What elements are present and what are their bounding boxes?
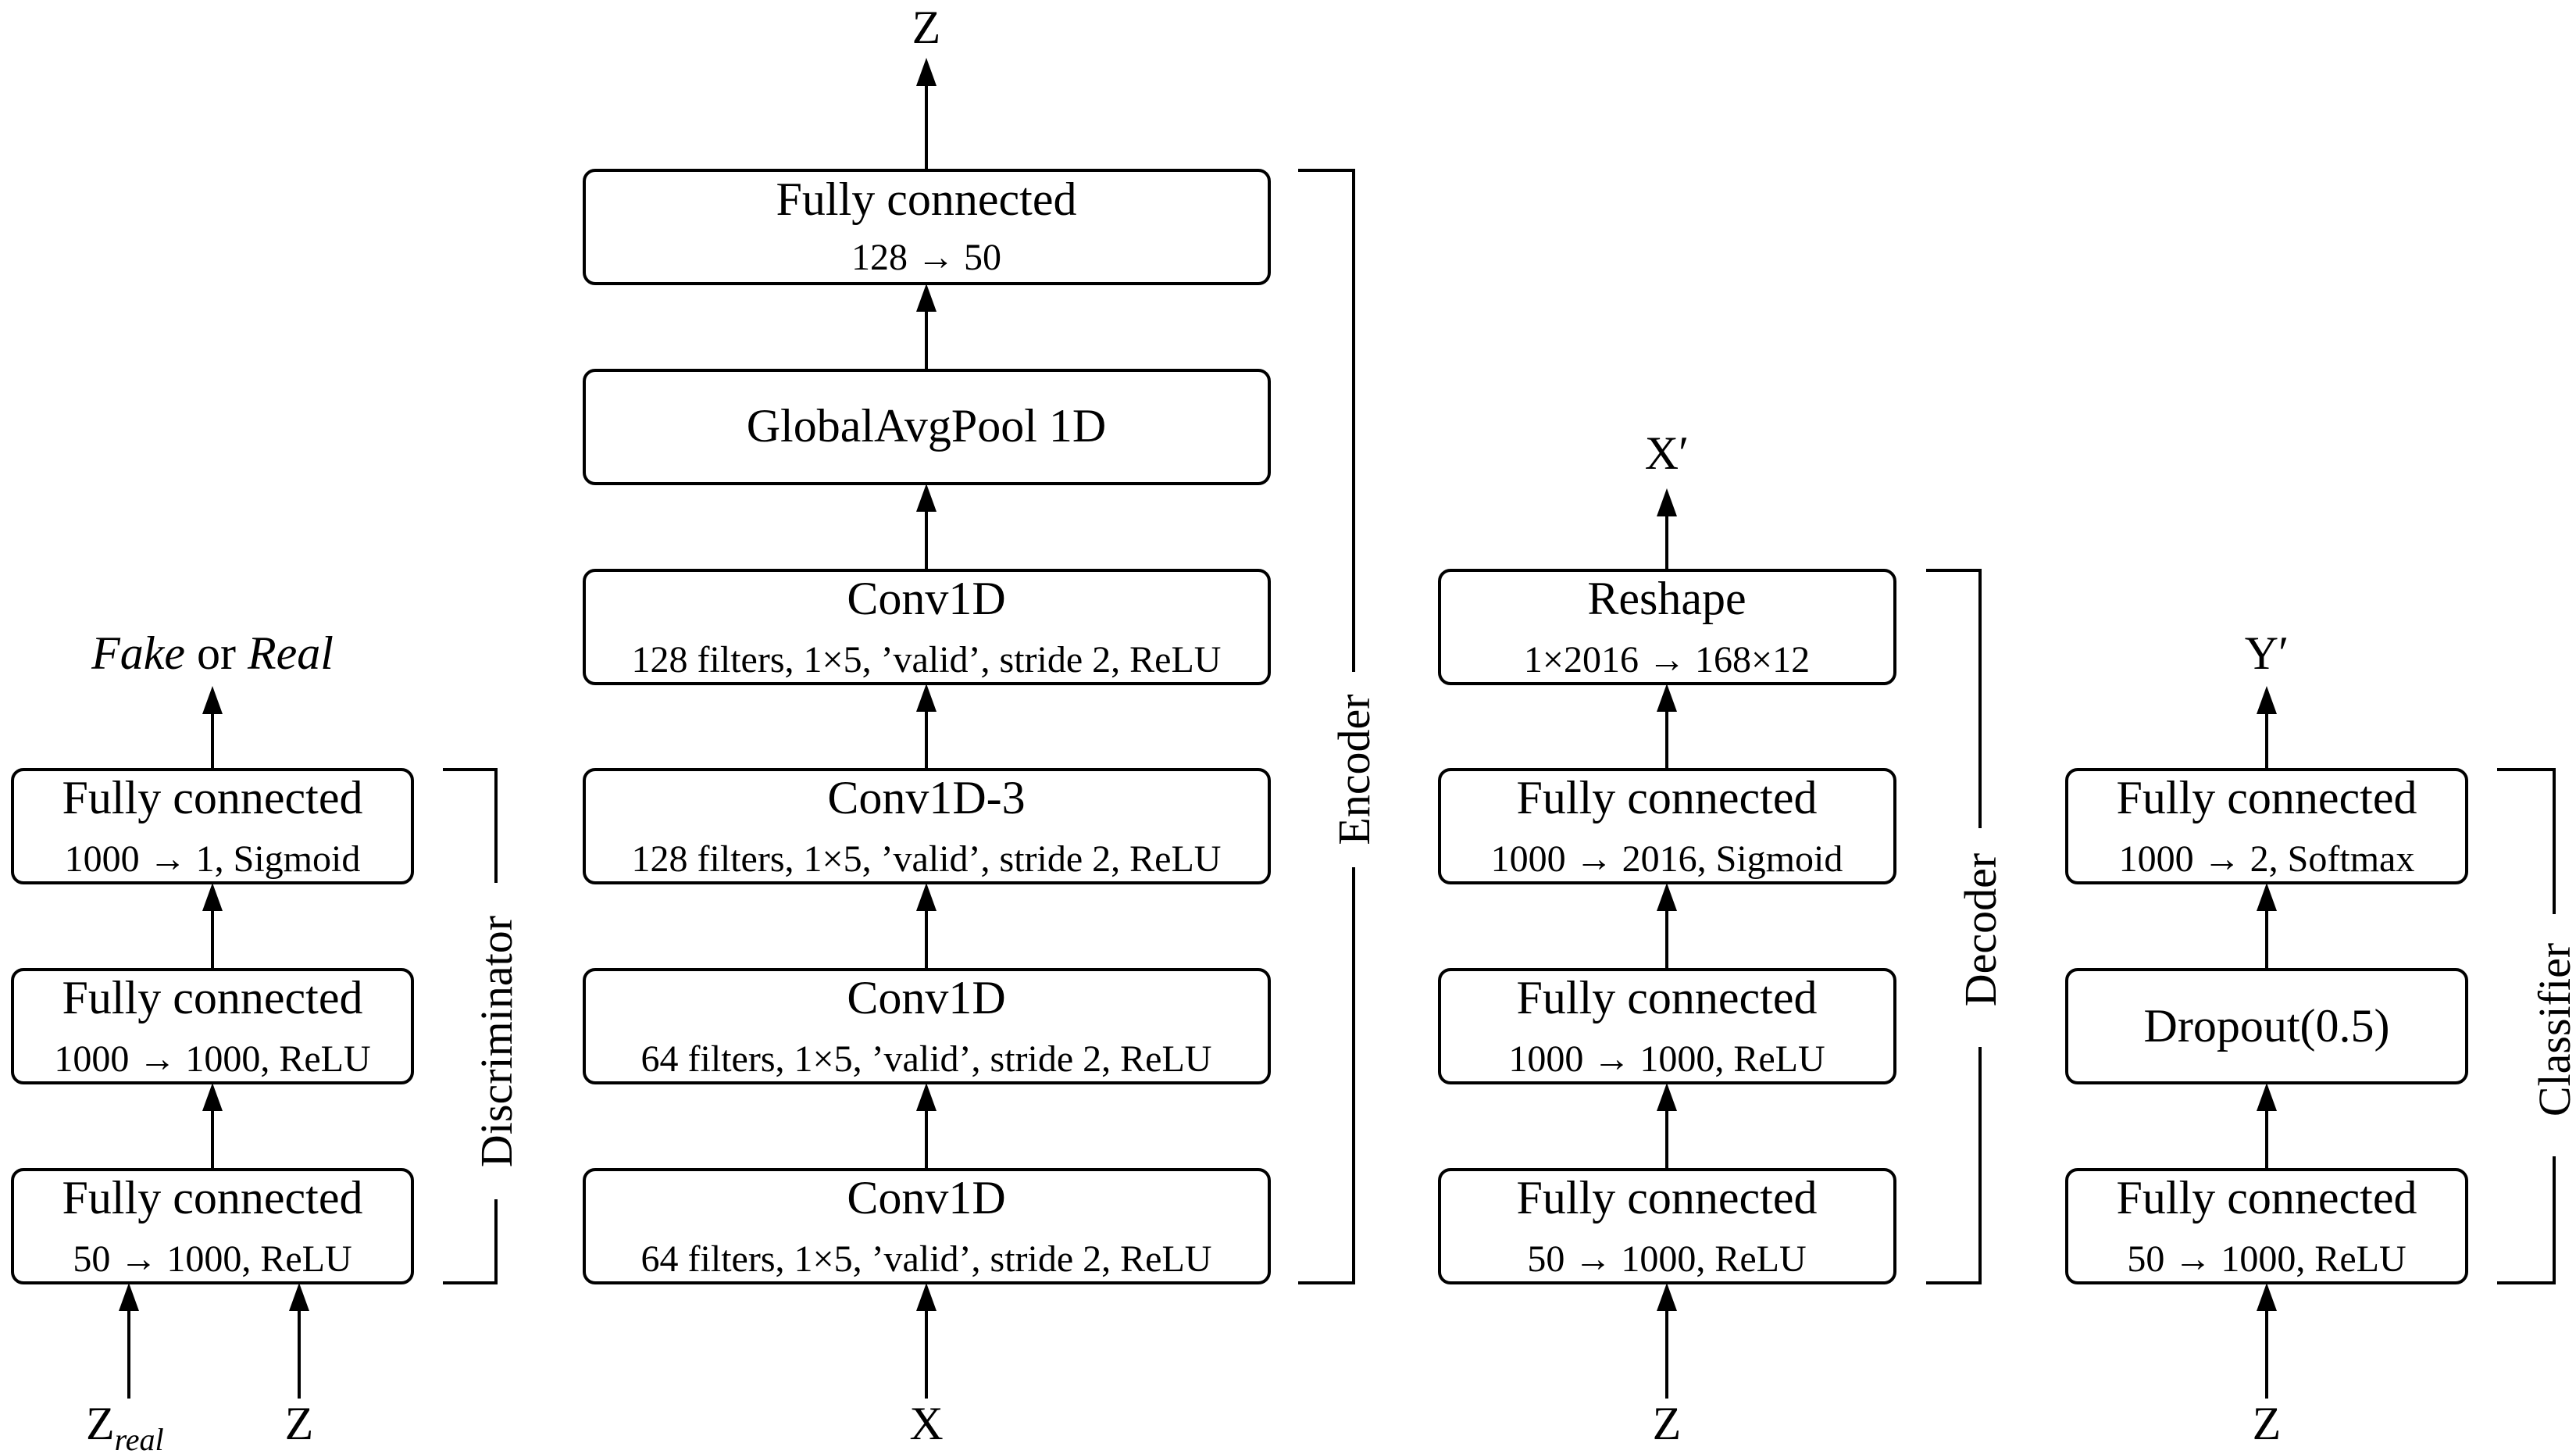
encoder-layer-2-detail: 64 filters, 1×5, ’valid’, stride 2, ReLU — [641, 1038, 1212, 1080]
discriminator-input-zreal: Zreal — [86, 1398, 164, 1454]
discriminator-arrows — [119, 686, 309, 1399]
discriminator-layer-1: Fully connected 50 → 1000, ReLU — [11, 1168, 414, 1284]
encoder-arrows — [916, 58, 937, 1399]
encoder-output-z: Z — [912, 2, 941, 53]
decoder-layer-2-detail: 1000 → 1000, ReLU — [1508, 1038, 1825, 1080]
discriminator-layer-3-detail: 1000 → 1, Sigmoid — [65, 838, 361, 880]
classifier-output-y-prime: Y′ — [2245, 627, 2289, 679]
encoder-column: Conv1D 64 filters, 1×5, ’valid’, stride … — [583, 2, 1379, 1449]
encoder-input-x: X — [909, 1398, 943, 1449]
decoder-label: Decoder — [1955, 853, 2006, 1006]
encoder-layer-1-detail: 64 filters, 1×5, ’valid’, stride 2, ReLU — [641, 1238, 1212, 1280]
encoder-layer-4-detail: 128 filters, 1×5, ’valid’, stride 2, ReL… — [632, 639, 1222, 681]
classifier-layer-3: Fully connected 1000 → 2, Softmax — [2065, 768, 2468, 884]
encoder-layer-2: Conv1D 64 filters, 1×5, ’valid’, stride … — [583, 968, 1271, 1084]
encoder-layer-5: GlobalAvgPool 1D — [583, 369, 1271, 485]
encoder-layer-6-detail: 128 → 50 — [851, 237, 1001, 278]
classifier-column: Fully connected 50 → 1000, ReLU Dropout(… — [2065, 627, 2576, 1449]
discriminator-input-z: Z — [285, 1398, 314, 1449]
discriminator-column: Fully connected 50 → 1000, ReLU Fully co… — [11, 627, 522, 1454]
encoder-layer-2-title: Conv1D — [847, 972, 1005, 1024]
encoder-layer-1: Conv1D 64 filters, 1×5, ’valid’, stride … — [583, 1168, 1271, 1284]
decoder-output-x-prime: X′ — [1645, 427, 1689, 479]
classifier-layer-3-detail: 1000 → 2, Softmax — [2119, 838, 2415, 880]
decoder-bracket — [1926, 569, 1982, 1284]
discriminator-layer-2-detail: 1000 → 1000, ReLU — [54, 1038, 370, 1080]
encoder-layer-6: Fully connected 128 → 50 — [583, 169, 1271, 285]
decoder-layer-4-detail: 1×2016 → 168×12 — [1524, 639, 1810, 681]
encoder-layer-3-title: Conv1D-3 — [827, 772, 1025, 823]
classifier-layer-2-title: Dropout(0.5) — [2144, 1000, 2390, 1052]
encoder-layer-6-title: Fully connected — [776, 173, 1077, 225]
discriminator-output: Fake or Real — [91, 627, 334, 679]
discriminator-layer-1-title: Fully connected — [62, 1172, 363, 1224]
discriminator-layer-1-detail: 50 → 1000, ReLU — [73, 1238, 351, 1280]
discriminator-layer-3: Fully connected 1000 → 1, Sigmoid — [11, 768, 414, 884]
encoder-layer-4-title: Conv1D — [847, 573, 1005, 624]
classifier-input-z: Z — [2253, 1398, 2282, 1449]
classifier-layer-1-title: Fully connected — [2117, 1172, 2417, 1224]
classifier-layer-1: Fully connected 50 → 1000, ReLU — [2065, 1168, 2468, 1284]
discriminator-layer-3-title: Fully connected — [62, 772, 363, 823]
decoder-layer-3-detail: 1000 → 2016, Sigmoid — [1491, 838, 1843, 880]
classifier-arrows — [2257, 686, 2277, 1399]
discriminator-layer-2: Fully connected 1000 → 1000, ReLU — [11, 968, 414, 1084]
decoder-layer-3-title: Fully connected — [1517, 772, 1818, 823]
decoder-arrows — [1657, 488, 1677, 1399]
decoder-layer-1-title: Fully connected — [1517, 1172, 1818, 1224]
decoder-layer-2-title: Fully connected — [1517, 972, 1818, 1024]
encoder-layer-4: Conv1D 128 filters, 1×5, ’valid’, stride… — [583, 569, 1271, 685]
decoder-layer-1: Fully connected 50 → 1000, ReLU — [1438, 1168, 1896, 1284]
decoder-layer-4: Reshape 1×2016 → 168×12 — [1438, 569, 1896, 685]
encoder-layer-5-title: GlobalAvgPool 1D — [747, 400, 1107, 452]
encoder-bracket — [1298, 169, 1355, 1284]
decoder-layer-2: Fully connected 1000 → 1000, ReLU — [1438, 968, 1896, 1084]
decoder-layer-1-detail: 50 → 1000, ReLU — [1527, 1238, 1806, 1280]
classifier-label: Classifier — [2529, 943, 2576, 1116]
decoder-layer-4-title: Reshape — [1587, 573, 1746, 624]
encoder-layer-3: Conv1D-3 128 filters, 1×5, ’valid’, stri… — [583, 768, 1271, 884]
classifier-bracket — [2497, 768, 2556, 1284]
discriminator-label: Discriminator — [471, 916, 522, 1167]
decoder-layer-3: Fully connected 1000 → 2016, Sigmoid — [1438, 768, 1896, 884]
encoder-layer-1-title: Conv1D — [847, 1172, 1005, 1224]
classifier-layer-3-title: Fully connected — [2117, 772, 2417, 823]
decoder-input-z: Z — [1653, 1398, 1682, 1449]
discriminator-layer-2-title: Fully connected — [62, 972, 363, 1024]
encoder-layer-3-detail: 128 filters, 1×5, ’valid’, stride 2, ReL… — [632, 838, 1222, 880]
encoder-label: Encoder — [1329, 694, 1379, 845]
classifier-layer-2: Dropout(0.5) — [2065, 968, 2468, 1084]
decoder-column: Fully connected 50 → 1000, ReLU Fully co… — [1438, 427, 2006, 1449]
classifier-layer-1-detail: 50 → 1000, ReLU — [2127, 1238, 2406, 1280]
discriminator-bracket — [443, 768, 498, 1284]
